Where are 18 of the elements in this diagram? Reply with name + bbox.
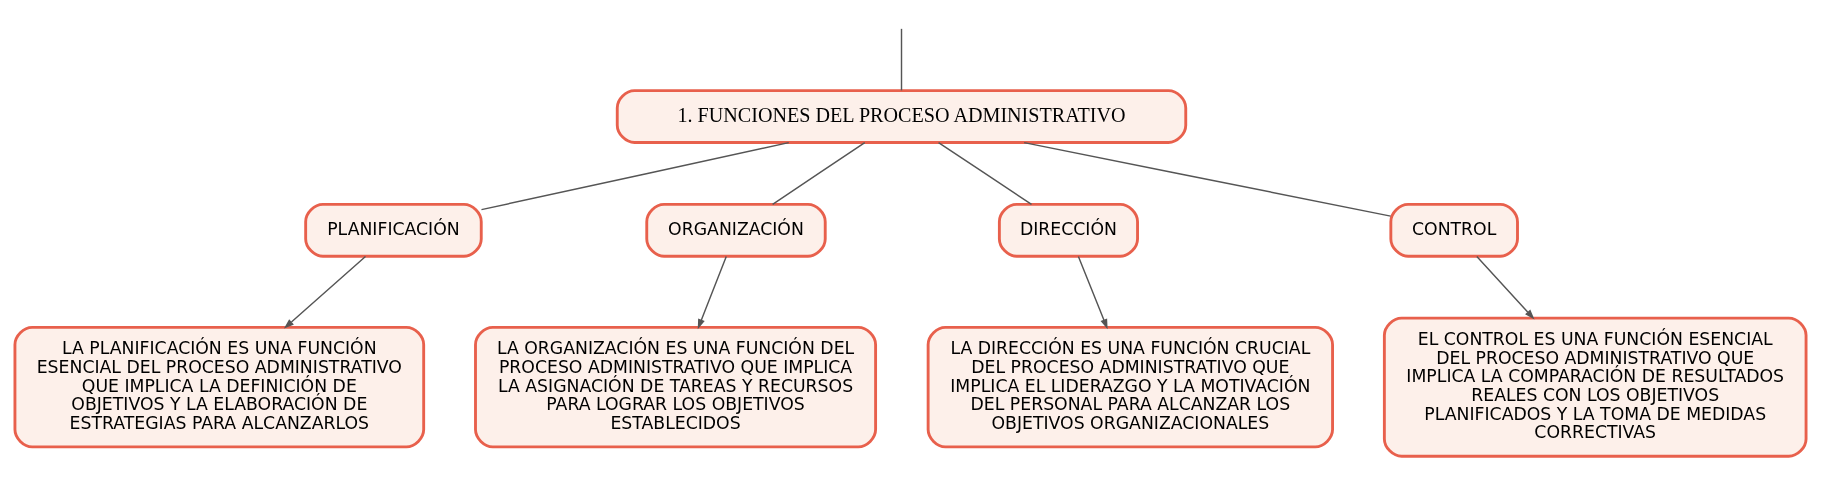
node-box: PLANIFICACIÓN	[304, 202, 483, 258]
connector	[1023, 141, 1392, 217]
node-box: 1. FUNCIONES DEL PROCESO ADMINISTRATIVO	[615, 88, 1188, 144]
node-box: LA DIRECCIÓN ES UNA FUNCIÓN CRUCIAL DEL PROCESO ADMINISTRATIVO QUE IMPLICA EL LIDERAZGO Y LA MOTIVACIÓN DEL PERSONAL PARA ALCANZAR LOS OBJETIVOS ORGANIZACIONALES	[926, 325, 1334, 448]
node-box: EL CONTROL ES UNA FUNCIÓN ESENCIAL DEL PROCESO ADMINISTRATIVO QUE IMPLICA LA COMPARACIÓN DE RESULTADOS REALES CON LOS OBJETIVOS PLANIFICADOS Y LA TOMA DE MEDIDAS CORRECTIVAS	[1382, 316, 1808, 458]
connector	[937, 141, 1033, 205]
arrow	[283, 255, 367, 329]
node-box: LA ORGANIZACIÓN ES UNA FUNCIÓN DEL PROCESO ADMINISTRATIVO QUE IMPLICA LA ASIGNACIÓN DE TAREAS Y RECURSOS PARA LOGRAR LOS OBJETIVOS ESTABLECIDOS	[474, 325, 878, 448]
node-box: DIRECCIÓN	[997, 202, 1139, 258]
arrow	[1476, 255, 1535, 319]
arrow	[1077, 255, 1108, 329]
connector	[771, 141, 866, 205]
node-box: CONTROL	[1389, 202, 1519, 258]
node-box: ORGANIZACIÓN	[645, 202, 827, 258]
node-box: LA PLANIFICACIÓN ES UNA FUNCIÓN ESENCIAL DEL PROCESO ADMINISTRATIVO QUE IMPLICA LA DEFINICIÓN DE OBJETIVOS Y LA ELABORACIÓN DE ESTRATEGIAS PARA ALCANZARLOS	[13, 325, 426, 448]
arrow	[697, 255, 727, 329]
connector	[900, 27, 903, 91]
connector	[480, 141, 790, 210]
